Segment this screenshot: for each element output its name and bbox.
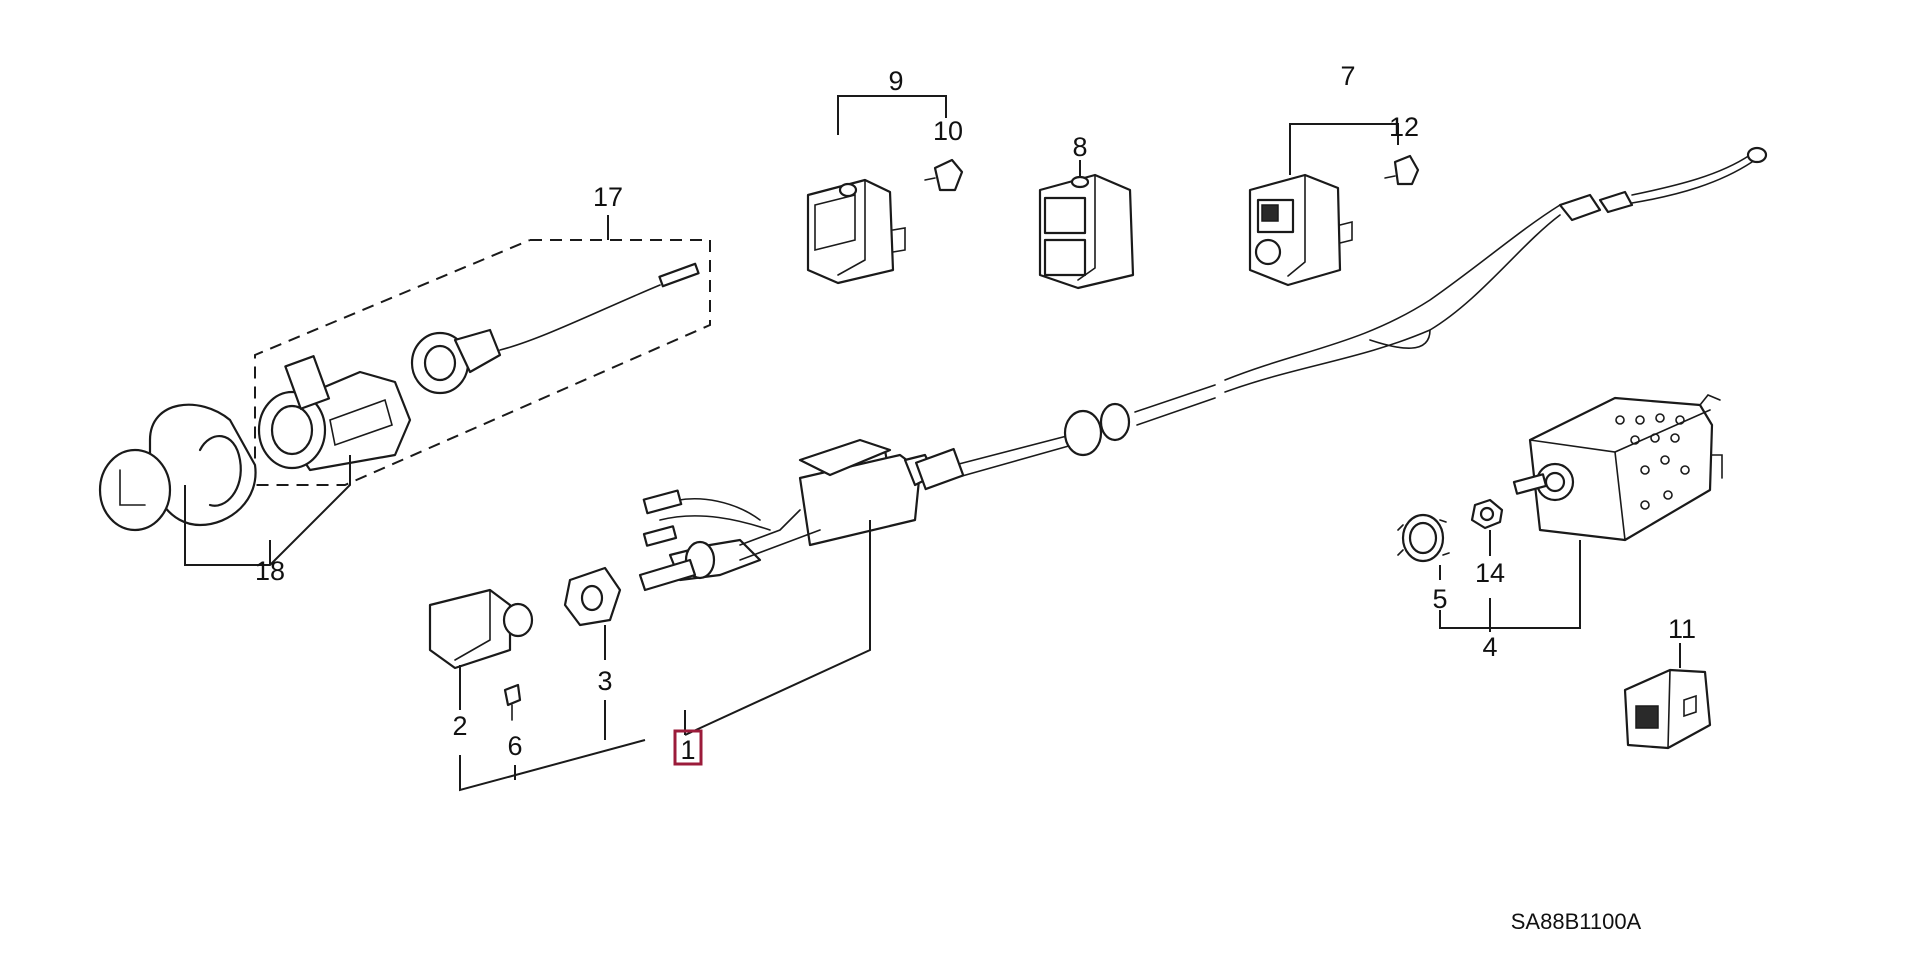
gear-5[interactable] xyxy=(1397,513,1450,563)
callout-2: 2 xyxy=(452,711,467,741)
switch-9[interactable] xyxy=(806,178,906,285)
actuator-assembly xyxy=(1397,394,1723,632)
callout-17: 17 xyxy=(593,182,623,212)
lighter-socket[interactable] xyxy=(257,355,412,472)
callout-10: 10 xyxy=(933,116,963,146)
bulb-12[interactable] xyxy=(1384,154,1420,186)
bracket-2[interactable] xyxy=(428,588,534,670)
lighter-assembly xyxy=(98,215,711,566)
highlight-box[interactable] xyxy=(673,729,703,766)
callout-4: 4 xyxy=(1482,632,1497,662)
nut-3[interactable] xyxy=(563,566,622,627)
connector-11[interactable] xyxy=(1623,643,1712,750)
callout-6: 6 xyxy=(507,731,522,761)
switch-7[interactable] xyxy=(1248,173,1353,287)
nut-14[interactable] xyxy=(1470,498,1504,530)
switch-7-assembly xyxy=(1248,123,1420,287)
cable-assembly xyxy=(428,146,1768,792)
callout-12: 12 xyxy=(1389,112,1419,142)
bulb-10[interactable] xyxy=(924,158,964,192)
screw-6[interactable] xyxy=(503,683,522,721)
callout-8: 8 xyxy=(1072,132,1087,162)
switch-8[interactable] xyxy=(1038,160,1135,290)
switch-9-assembly xyxy=(806,95,964,285)
callout-1[interactable]: 1 xyxy=(680,735,695,765)
lighter-plug[interactable] xyxy=(98,403,257,532)
callout-9: 9 xyxy=(888,66,903,96)
actuator-unit[interactable] xyxy=(1512,394,1723,542)
diagram-reference-code: SA88B1100A xyxy=(1511,909,1642,934)
callout-18: 18 xyxy=(255,556,285,586)
callout-3: 3 xyxy=(597,666,612,696)
lighter-ring-harness[interactable] xyxy=(410,262,700,395)
callout-7: 7 xyxy=(1340,61,1355,91)
callout-11: 11 xyxy=(1668,614,1696,644)
cable-control-body[interactable] xyxy=(638,438,965,592)
callout-14: 14 xyxy=(1475,558,1505,588)
callout-5: 5 xyxy=(1432,584,1447,614)
